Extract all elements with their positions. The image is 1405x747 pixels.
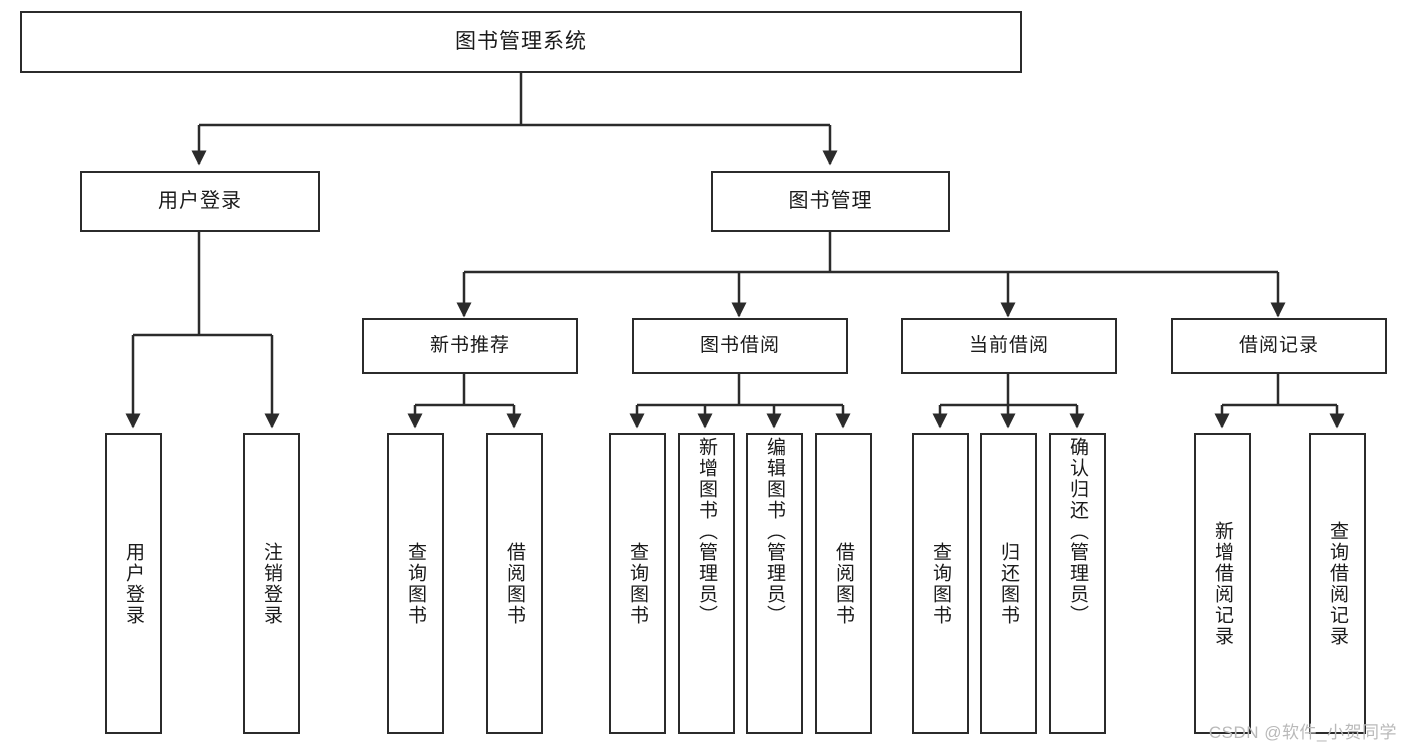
leaf-borrow-record-query[interactable]: 查询借阅记录 <box>1309 433 1366 734</box>
leaf-user-login-logout[interactable]: 注销登录 <box>243 433 300 734</box>
leaf-book-borrow-query[interactable]: 查询图书 <box>609 433 666 734</box>
node-label: 用户登录 <box>158 190 242 212</box>
leaf-label: 查询图书 <box>627 541 648 626</box>
node-borrow-record[interactable]: 借阅记录 <box>1171 318 1387 374</box>
leaf-label: 查询图书 <box>930 541 951 626</box>
leaf-book-borrow-add[interactable]: 新增图书（管理员） <box>678 433 735 734</box>
node-book-borrow[interactable]: 图书借阅 <box>632 318 848 374</box>
node-label: 图书借阅 <box>699 335 780 357</box>
leaf-label: 借阅图书 <box>504 541 525 626</box>
node-label: 新书推荐 <box>429 335 510 357</box>
leaf-label: 查询借阅记录 <box>1327 520 1348 647</box>
node-current-borrow[interactable]: 当前借阅 <box>901 318 1117 374</box>
node-label: 图书管理 <box>788 190 873 212</box>
leaf-label: 借阅图书 <box>833 541 854 626</box>
leaf-user-login-login[interactable]: 用户登录 <box>105 433 162 734</box>
leaf-book-borrow-edit[interactable]: 编辑图书（管理员） <box>746 433 803 734</box>
leaf-label: 归还图书 <box>998 541 1019 626</box>
leaf-label: 编辑图书（管理员） <box>764 437 785 626</box>
leaf-current-borrow-return[interactable]: 归还图书 <box>980 433 1037 734</box>
leaf-label: 确认归还（管理员） <box>1067 437 1088 626</box>
leaf-label: 新增借阅记录 <box>1212 520 1233 647</box>
leaf-new-book-borrow[interactable]: 借阅图书 <box>486 433 543 734</box>
leaf-book-borrow-borrow[interactable]: 借阅图书 <box>815 433 872 734</box>
leaf-label: 查询图书 <box>405 541 426 626</box>
node-user-login[interactable]: 用户登录 <box>80 171 320 232</box>
node-label: 图书管理系统 <box>455 29 587 53</box>
leaf-current-borrow-query[interactable]: 查询图书 <box>912 433 969 734</box>
node-label: 借阅记录 <box>1238 335 1319 357</box>
node-root-system[interactable]: 图书管理系统 <box>20 11 1022 73</box>
leaf-label: 新增图书（管理员） <box>696 437 717 626</box>
leaf-label: 用户登录 <box>123 541 144 626</box>
node-label: 当前借阅 <box>968 335 1049 357</box>
node-book-management[interactable]: 图书管理 <box>711 171 950 232</box>
leaf-label: 注销登录 <box>261 541 282 626</box>
watermark: CSDN @软件_小贺同学 <box>1208 723 1397 742</box>
node-new-book-recommend[interactable]: 新书推荐 <box>362 318 578 374</box>
leaf-borrow-record-add[interactable]: 新增借阅记录 <box>1194 433 1251 734</box>
leaf-new-book-query[interactable]: 查询图书 <box>387 433 444 734</box>
leaf-current-borrow-confirm-return[interactable]: 确认归还（管理员） <box>1049 433 1106 734</box>
